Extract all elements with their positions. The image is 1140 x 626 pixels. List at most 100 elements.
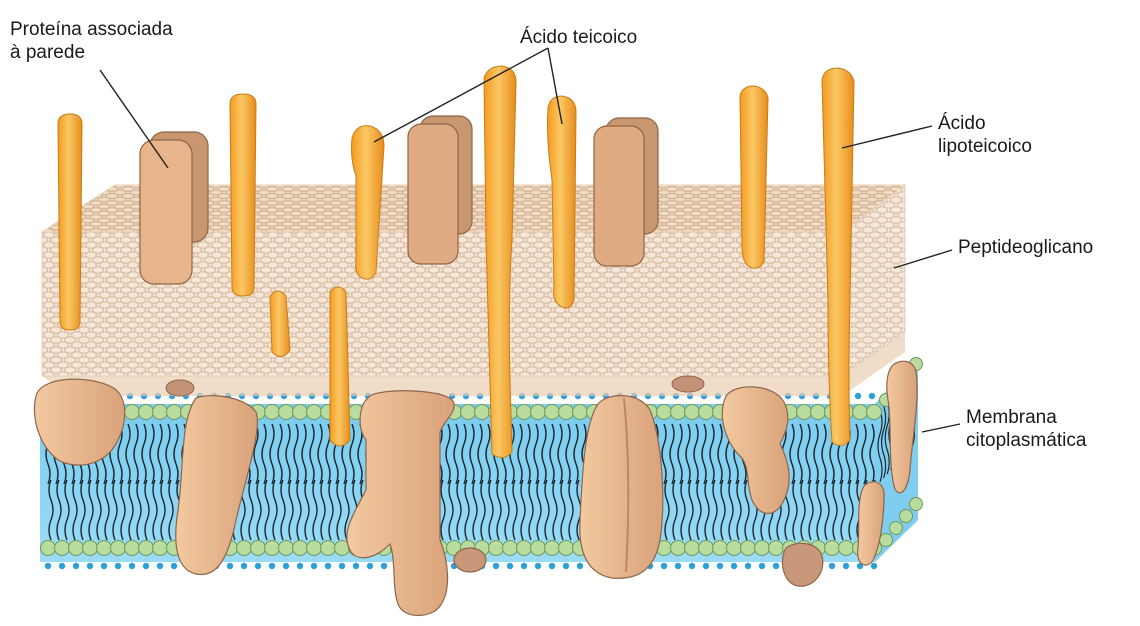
phospholipid-head [890, 522, 903, 535]
phospholipid-head-dot [843, 563, 849, 569]
label-membrane: Membrana citoplasmática [966, 406, 1086, 452]
phospholipid-head-dot [115, 563, 121, 569]
phospholipid-head [545, 541, 560, 556]
phospholipid-head-dot [269, 563, 275, 569]
phospholipid-head [825, 541, 840, 556]
phospholipid-head [811, 405, 826, 420]
label-wall-protein: Proteína associada à parede [10, 18, 173, 64]
phospholipid-head-dot [45, 563, 51, 569]
phospholipid-head-dot [353, 563, 359, 569]
membrane-protein-10 [166, 380, 194, 396]
phospholipid-head-dot [521, 563, 527, 569]
phospholipid-head [461, 405, 476, 420]
phospholipid-head [573, 405, 588, 420]
phospholipid-head-dot [773, 563, 779, 569]
membrane-protein-8 [782, 543, 822, 586]
phospholipid-head-dot [157, 563, 163, 569]
phospholipid-head [293, 541, 308, 556]
phospholipid-head-dot [869, 393, 875, 399]
phospholipid-head [153, 405, 168, 420]
phospholipid-head-dot [283, 563, 289, 569]
phospholipid-head [125, 541, 140, 556]
phospholipid-head-dot [703, 563, 709, 569]
teichoic-rod-5 [484, 66, 516, 458]
phospholipid-head-dot [675, 563, 681, 569]
phospholipid-head [545, 405, 560, 420]
phospholipid-head [279, 541, 294, 556]
phospholipid-head-dot [227, 563, 233, 569]
phospholipid-head-dot [759, 563, 765, 569]
phospholipid-head [517, 405, 532, 420]
phospholipid-head [139, 541, 154, 556]
phospholipid-head [125, 405, 140, 420]
label-membrane-line1: Membrana [966, 406, 1086, 429]
phospholipid-head-dot [73, 563, 79, 569]
phospholipid-head [167, 405, 182, 420]
phospholipid-head-dot [241, 563, 247, 569]
phospholipid-head [293, 405, 308, 420]
phospholipid-head-dot [745, 563, 751, 569]
phospholipid-head [699, 405, 714, 420]
phospholipid-head [671, 541, 686, 556]
phospholipid-head [153, 541, 168, 556]
phospholipid-head-dot [381, 563, 387, 569]
phospholipid-head [111, 541, 126, 556]
label-wall-protein-line2: à parede [10, 41, 173, 64]
membrane-protein-11 [672, 376, 704, 392]
teichoic-rod-7 [740, 86, 768, 268]
phospholipid-head [41, 541, 56, 556]
phospholipid-head-dot [339, 563, 345, 569]
phospholipid-head-dot [829, 563, 835, 569]
phospholipid-head-dot [59, 563, 65, 569]
phospholipid-head [475, 405, 490, 420]
phospholipid-head [685, 405, 700, 420]
phospholipid-head [55, 541, 70, 556]
phospholipid-head-dot [101, 563, 107, 569]
phospholipid-head-dot [171, 563, 177, 569]
phospholipid-head [657, 405, 672, 420]
phospholipid-head-dot [689, 563, 695, 569]
phospholipid-head [307, 541, 322, 556]
phospholipid-head [755, 541, 770, 556]
label-wall-protein-line1: Proteína associada [10, 18, 173, 41]
phospholipid-head [559, 541, 574, 556]
phospholipid-head [867, 405, 882, 420]
phospholipid-head [265, 541, 280, 556]
phospholipid-head-dot [255, 563, 261, 569]
phospholipid-head-dot [871, 563, 877, 569]
phospholipid-head [839, 541, 854, 556]
phospholipid-head [489, 541, 504, 556]
phospholipid-head [97, 541, 112, 556]
phospholipid-head [880, 534, 893, 547]
phospholipid-head-dot [507, 563, 513, 569]
label-lipoteichoic-line1: Ácido [938, 112, 1032, 135]
membrane-protein-9 [454, 548, 486, 572]
membrane-protein-3 [347, 391, 454, 616]
phospholipid-head [279, 405, 294, 420]
phospholipid-head [503, 541, 518, 556]
phospholipid-head [900, 510, 913, 523]
phospholipid-head [685, 541, 700, 556]
phospholipid-head [139, 405, 154, 420]
phospholipid-head-dot [661, 563, 667, 569]
phospholipid-head [910, 498, 923, 511]
phospholipid-head-dot [549, 563, 555, 569]
label-lipoteichoic-acid: Ácido lipoteicoico [938, 112, 1032, 158]
phospholipid-head [741, 541, 756, 556]
phospholipid-head [769, 541, 784, 556]
phospholipid-head [83, 541, 98, 556]
phospholipid-head [727, 541, 742, 556]
phospholipid-head-dot [493, 563, 499, 569]
label-membrane-line2: citoplasmática [966, 429, 1086, 452]
membrane-protein-4 [580, 396, 663, 579]
phospholipid-head [517, 541, 532, 556]
phospholipid-head [251, 541, 266, 556]
leader-lipoteichoic [842, 126, 932, 148]
phospholipid-head-dot [731, 563, 737, 569]
phospholipid-head-dot [855, 393, 861, 399]
phospholipid-head [237, 541, 252, 556]
phospholipid-head-dot [577, 563, 583, 569]
phospholipid-head-dot [325, 563, 331, 569]
